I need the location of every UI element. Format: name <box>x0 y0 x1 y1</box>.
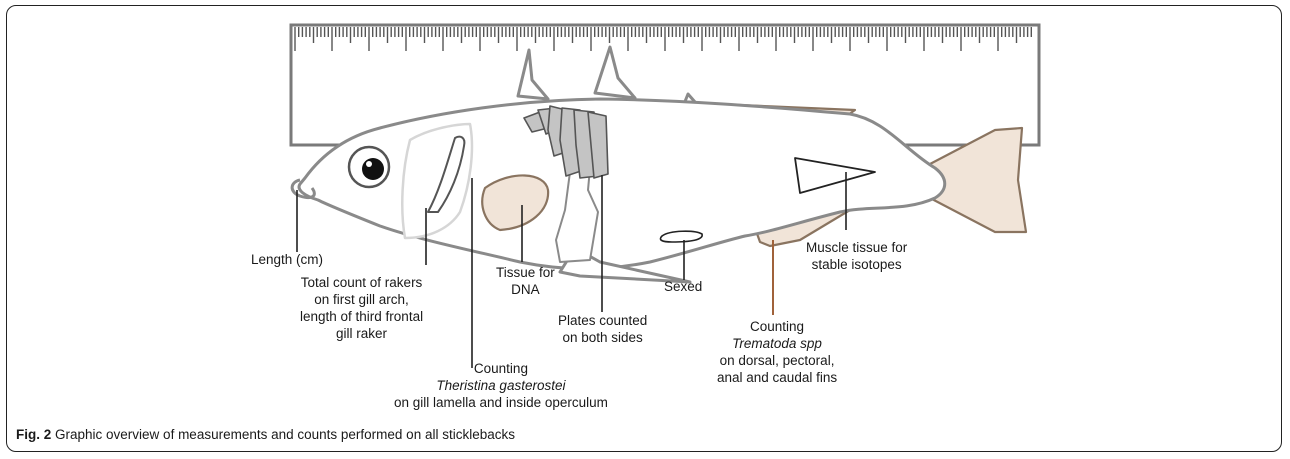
label-theristina: Counting Theristina gasterostei on gill … <box>394 360 608 411</box>
label-rakers: Total count of rakers on first gill arch… <box>300 274 423 342</box>
figure-caption: Fig. 2 Graphic overview of measurements … <box>16 426 515 444</box>
caption-prefix: Fig. 2 <box>16 427 51 442</box>
pupil <box>362 158 384 180</box>
label-trematoda: Counting Trematoda spp on dorsal, pector… <box>717 318 837 386</box>
label-plates: Plates counted on both sides <box>558 312 647 346</box>
label-length: Length (cm) <box>251 251 323 268</box>
gonad-outline <box>660 231 702 242</box>
label-dna: Tissue for DNA <box>496 264 555 298</box>
label-muscle: Muscle tissue for stable isotopes <box>806 239 907 273</box>
caption-text: Graphic overview of measurements and cou… <box>51 427 515 442</box>
label-sexed: Sexed <box>664 278 702 295</box>
